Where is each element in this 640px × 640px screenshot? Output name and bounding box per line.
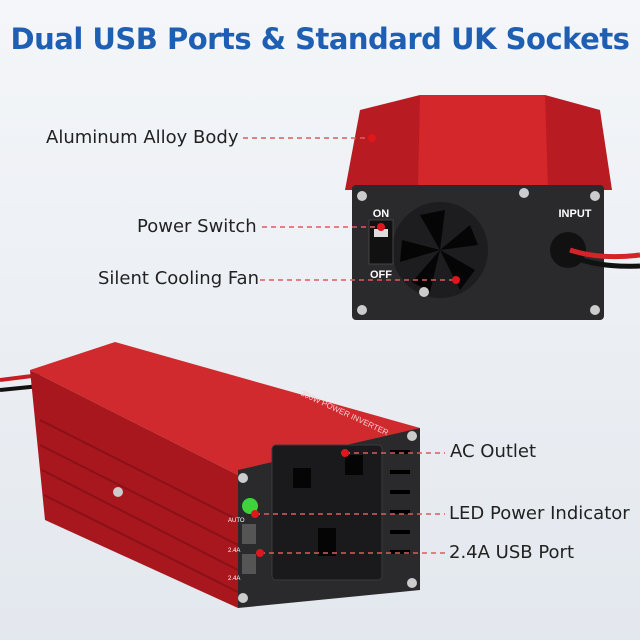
input-label: INPUT — [559, 208, 592, 220]
callout-usb-port: 2.4A USB Port — [449, 542, 575, 563]
callout-ac-outlet: AC Outlet — [450, 441, 537, 462]
callout-led-indicator: LED Power Indicator — [449, 503, 630, 524]
usb-2-4a-label-2: 2.4A — [228, 576, 240, 582]
inverter-front-view: 300W POWER INVERTER AUTO 2.4A 2.4A — [0, 342, 420, 608]
inverter-rear-view: ON OFF INPUT — [345, 95, 640, 320]
on-label: ON — [373, 208, 390, 220]
callout-aluminum-body: Aluminum Alloy Body — [46, 127, 239, 148]
page-title: Dual USB Ports & Standard UK Sockets — [10, 22, 630, 56]
usb-2-4a-label-1: 2.4A — [228, 548, 240, 554]
callout-lines — [243, 137, 455, 554]
off-label: OFF — [370, 269, 392, 281]
callout-cooling-fan: Silent Cooling Fan — [98, 268, 259, 289]
callout-dots — [251, 134, 460, 557]
callout-power-switch: Power Switch — [137, 216, 257, 237]
usb-auto-label: AUTO — [228, 518, 245, 524]
